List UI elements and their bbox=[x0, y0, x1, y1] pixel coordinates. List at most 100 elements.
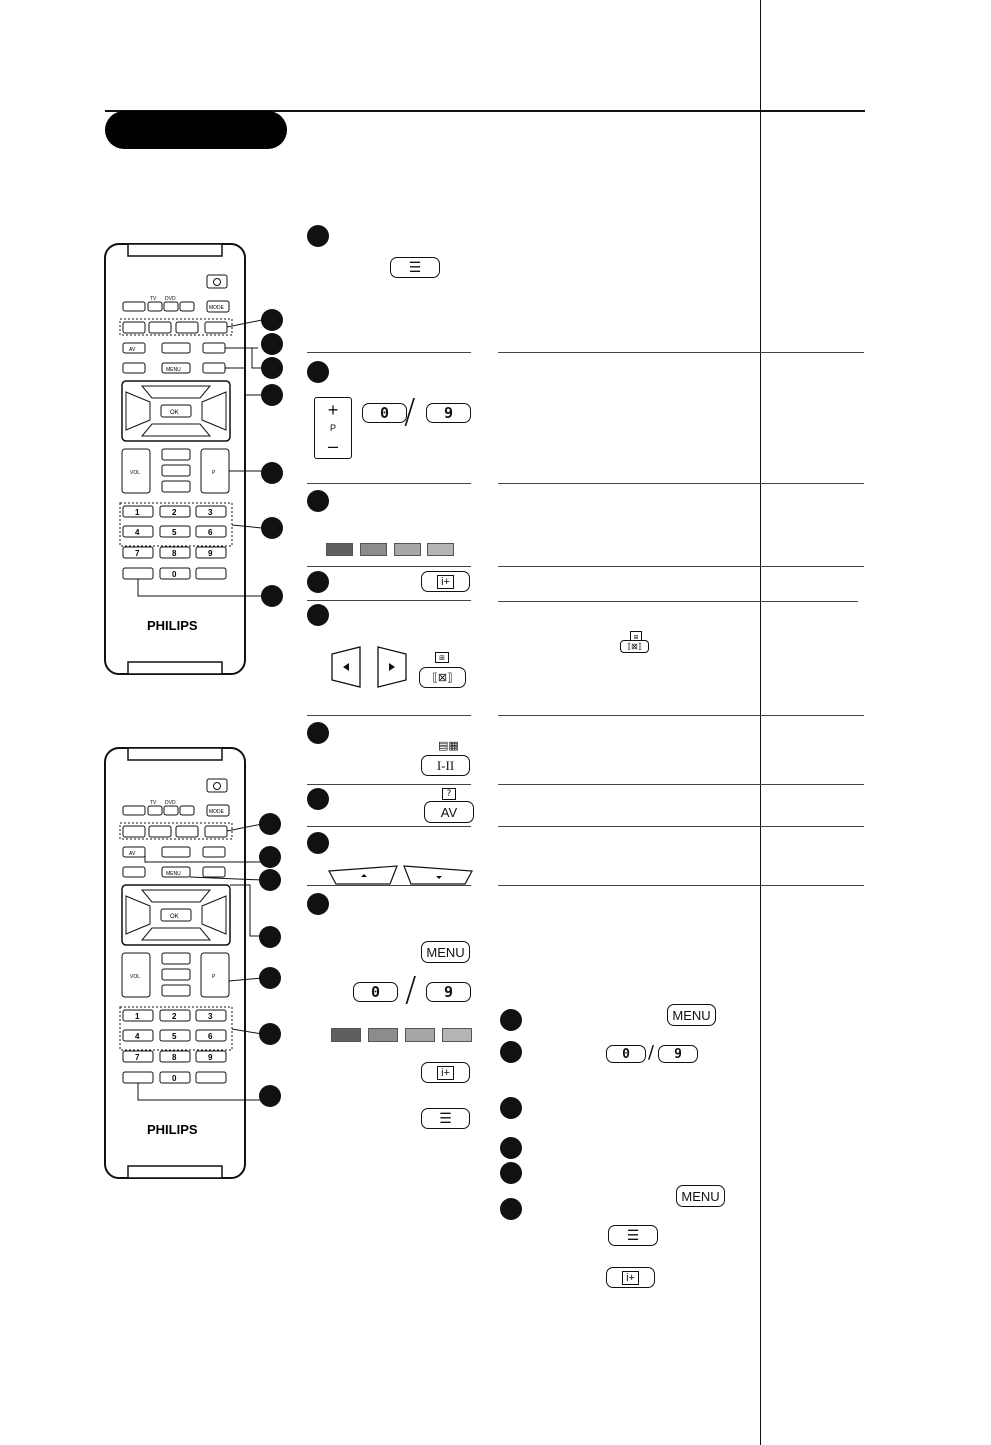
teletext-key[interactable]: ☰ bbox=[390, 257, 440, 278]
brand-logo: PHILIPS bbox=[147, 618, 198, 633]
info-icon-2: i+ bbox=[437, 1065, 454, 1080]
mode-label: MODE bbox=[209, 305, 225, 311]
dual-key[interactable]: I-II bbox=[421, 755, 470, 776]
info-key-r6[interactable]: i+ bbox=[606, 1267, 655, 1288]
digit-nine-key-r2[interactable]: 9 bbox=[658, 1045, 698, 1063]
step-badge-6 bbox=[307, 722, 329, 744]
digit-slash: / bbox=[404, 392, 416, 432]
digit-6-2: 6 bbox=[208, 1032, 213, 1041]
brand-logo-2: PHILIPS bbox=[147, 1122, 198, 1137]
section-rule-3 bbox=[307, 566, 471, 567]
section-rule-2r bbox=[498, 483, 864, 484]
left-arrow-key[interactable] bbox=[330, 646, 362, 688]
tv-label-2: TV bbox=[150, 800, 157, 806]
digit-5: 5 bbox=[172, 528, 177, 537]
digit-2-2: 2 bbox=[172, 1012, 177, 1021]
p-label-2: P bbox=[212, 974, 216, 980]
step-badge-r3 bbox=[500, 1097, 522, 1119]
p-label: P bbox=[212, 470, 216, 476]
section-rule-1r bbox=[498, 352, 864, 353]
step-badge-r5 bbox=[500, 1162, 522, 1184]
section-rule-4 bbox=[307, 600, 471, 601]
digit-4-2: 4 bbox=[135, 1032, 140, 1041]
digit-0-2: 0 bbox=[172, 1074, 177, 1083]
section-rule-4r bbox=[498, 601, 858, 602]
menu-key[interactable]: MENU bbox=[421, 941, 470, 963]
step-badge-r4 bbox=[500, 1137, 522, 1159]
remote-control-top: TV DVD MODE AV MENU OK VOL P 1 2 3 4 5 6… bbox=[104, 243, 283, 675]
color-key-yellow-2[interactable] bbox=[405, 1028, 435, 1042]
step-badge-7 bbox=[307, 788, 329, 810]
digit-0: 0 bbox=[172, 570, 177, 579]
info-key[interactable]: i+ bbox=[421, 571, 470, 592]
power-button-2[interactable] bbox=[206, 778, 228, 793]
chapter-tab bbox=[105, 111, 287, 149]
section-rule-6r bbox=[498, 784, 864, 785]
page-edge-line bbox=[760, 0, 761, 1445]
digit-slash-r2: / bbox=[648, 1042, 655, 1063]
cursor-up-key[interactable] bbox=[328, 865, 398, 885]
digit-2: 2 bbox=[172, 508, 177, 517]
digit-4: 4 bbox=[135, 528, 140, 537]
digit-5-2: 5 bbox=[172, 1032, 177, 1041]
teletext-icon: ☰ bbox=[408, 259, 422, 275]
menu-label-2: MENU bbox=[166, 871, 181, 877]
color-key-yellow[interactable] bbox=[394, 543, 421, 556]
dvd-label: DVD bbox=[165, 296, 176, 302]
menu-label: MENU bbox=[166, 367, 181, 373]
step-badge-r2 bbox=[500, 1041, 522, 1063]
teletext-key-r6[interactable]: ☰ bbox=[608, 1225, 658, 1246]
digit-zero-key[interactable]: 0 bbox=[362, 403, 407, 423]
step-badge-8 bbox=[307, 832, 329, 854]
digit-8: 8 bbox=[172, 549, 177, 558]
digit-6: 6 bbox=[208, 528, 213, 537]
teletext-key-2[interactable]: ☰ bbox=[421, 1108, 470, 1129]
format-key[interactable]: ⟦⊠⟧ bbox=[419, 667, 466, 688]
step-badge-3 bbox=[307, 490, 329, 512]
digit-zero-key-r2[interactable]: 0 bbox=[606, 1045, 646, 1063]
step-badge-4 bbox=[307, 571, 329, 593]
program-minus: – bbox=[327, 436, 338, 456]
section-rule-2 bbox=[307, 483, 471, 484]
color-key-red-2[interactable] bbox=[331, 1028, 361, 1042]
step-badge-r1 bbox=[500, 1009, 522, 1031]
av-label-2: AV bbox=[129, 851, 136, 857]
section-rule-7 bbox=[307, 826, 471, 827]
section-rule-6 bbox=[307, 784, 471, 785]
program-plus: + bbox=[327, 400, 339, 420]
digit-7-2: 7 bbox=[135, 1053, 140, 1062]
right-arrow-key[interactable] bbox=[376, 646, 408, 688]
step-badge-5 bbox=[307, 604, 329, 626]
menu-key-r1[interactable]: MENU bbox=[667, 1004, 716, 1026]
step-badge-9 bbox=[307, 893, 329, 915]
zoom-format-icon: ⊞ bbox=[435, 652, 449, 663]
info-icon: i+ bbox=[437, 574, 454, 589]
color-key-red[interactable] bbox=[326, 543, 353, 556]
color-key-blue[interactable] bbox=[427, 543, 454, 556]
color-key-blue-2[interactable] bbox=[442, 1028, 472, 1042]
vol-label: VOL bbox=[130, 470, 140, 476]
step-badge-2 bbox=[307, 361, 329, 383]
menu-key-r5[interactable]: MENU bbox=[676, 1185, 725, 1207]
digit-7: 7 bbox=[135, 549, 140, 558]
step-badge-1 bbox=[307, 225, 329, 247]
color-key-green[interactable] bbox=[360, 543, 387, 556]
format-inline-key[interactable]: ⟦⊠⟧ bbox=[620, 640, 649, 653]
info-icon-r6: i+ bbox=[622, 1270, 639, 1285]
help-icon: ? bbox=[442, 788, 456, 800]
info-key-2[interactable]: i+ bbox=[421, 1062, 470, 1083]
digit-zero-key-2[interactable]: 0 bbox=[353, 982, 398, 1002]
ok-label-2: OK bbox=[170, 914, 179, 920]
digit-9: 9 bbox=[208, 549, 213, 558]
digit-nine-key-2[interactable]: 9 bbox=[426, 982, 471, 1002]
digit-slash-2: / bbox=[405, 970, 417, 1010]
color-key-green-2[interactable] bbox=[368, 1028, 398, 1042]
digit-3: 3 bbox=[208, 508, 213, 517]
header-rule bbox=[105, 110, 865, 112]
section-rule-8 bbox=[307, 885, 471, 886]
power-button[interactable] bbox=[206, 274, 228, 289]
av-key[interactable]: AV bbox=[424, 801, 474, 823]
program-rocker[interactable]: + P – bbox=[314, 397, 352, 459]
digit-nine-key[interactable]: 9 bbox=[426, 403, 471, 423]
cursor-down-key[interactable] bbox=[403, 865, 473, 885]
